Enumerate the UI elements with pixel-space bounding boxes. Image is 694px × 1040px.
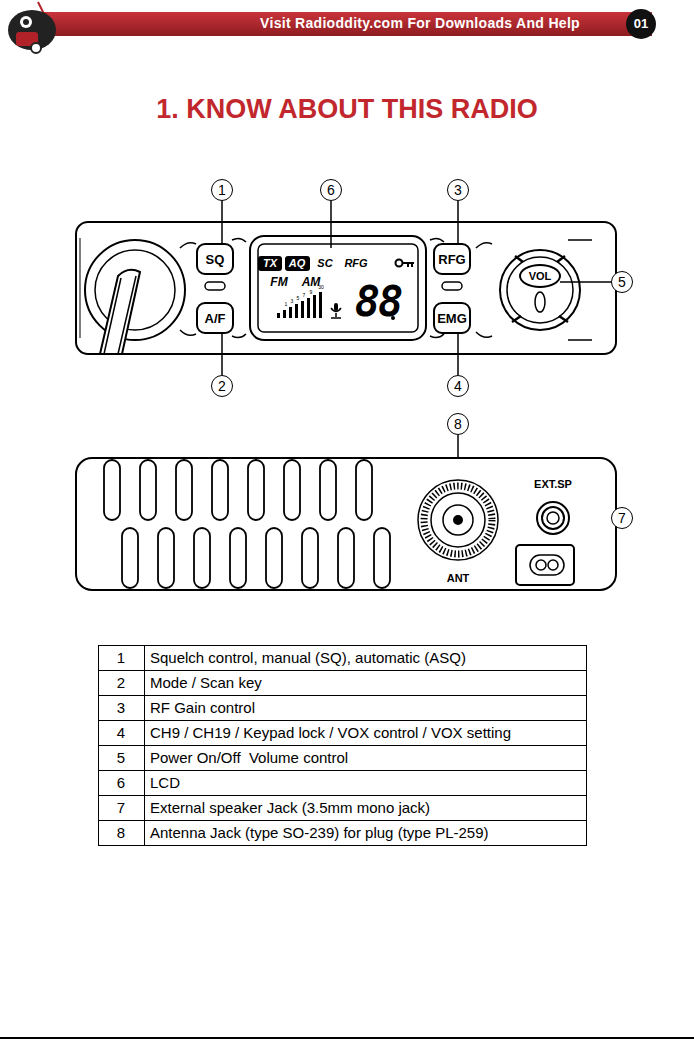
- robot-logo: [8, 2, 56, 53]
- fin-slot: [158, 528, 174, 588]
- fin-slot: [230, 528, 246, 588]
- signal-scale: 5: [297, 296, 300, 302]
- fin-slot: [176, 460, 192, 520]
- table-cell-text: Mode / Scan key: [150, 675, 262, 692]
- fin-slot: [266, 528, 282, 588]
- rear-panel: [76, 458, 616, 590]
- table-cell-number: 8: [117, 825, 125, 842]
- table-cell-number: 4: [117, 725, 125, 742]
- node-text: SQ: [206, 253, 225, 266]
- fin-slot: [320, 460, 336, 520]
- table-cell-text: Antenna Jack (type SO-239) for plug (typ…: [150, 825, 489, 842]
- panel-button: RFG: [433, 243, 471, 275]
- callout-number: 6: [320, 179, 342, 201]
- header-text: Visit Radioddity.com For Downloads And H…: [260, 16, 580, 31]
- signal-scale: 9: [310, 290, 313, 296]
- table-cell-number: 7: [117, 800, 125, 817]
- node-text: TX: [263, 258, 277, 269]
- table-cell-text: Squelch control, manual (SQ), automatic …: [150, 650, 466, 667]
- node-text: 2: [218, 379, 226, 393]
- fin-slot: [374, 528, 390, 588]
- footer-rule: [0, 1037, 694, 1039]
- node-text: VOL: [529, 271, 552, 282]
- table-cell-number: 6: [117, 775, 125, 792]
- node-text: 3: [454, 183, 462, 197]
- jack-label: ANT: [447, 572, 470, 584]
- lcd-indicator: SC: [317, 257, 332, 269]
- callout-number: 3: [447, 179, 469, 201]
- fin-slot: [122, 528, 138, 588]
- node-text: AQ: [289, 258, 306, 269]
- fin-slot: [140, 460, 156, 520]
- fin-slot: [104, 460, 120, 520]
- panel-button: EMG: [433, 302, 471, 334]
- segment-display: 88: [355, 279, 402, 325]
- callout-number: 4: [447, 375, 469, 397]
- fin-slot: [212, 460, 228, 520]
- table-cell-text: External speaker Jack (3.5mm mono jack): [150, 800, 430, 817]
- table-cell-text: CH9 / CH19 / Keypad lock / VOX control /…: [150, 725, 511, 742]
- node-text: 5: [618, 275, 626, 289]
- table-grid: [99, 646, 587, 846]
- node-text: 4: [454, 379, 462, 393]
- node-text: 8: [454, 417, 462, 431]
- node-text: RFG: [438, 253, 465, 266]
- lcd-indicator: AM: [302, 276, 321, 289]
- signal-scale: 1: [285, 302, 288, 308]
- jack-label: EXT.SP: [534, 478, 572, 490]
- node-text: 6: [327, 183, 335, 197]
- node-text: A/F: [205, 312, 226, 325]
- table-cell-number: 1: [117, 650, 125, 667]
- callout-number: 7: [611, 507, 633, 529]
- signal-scale: 7: [303, 293, 306, 299]
- node-text: 7: [618, 511, 626, 525]
- front-panel: [76, 222, 616, 354]
- fin-slot: [356, 460, 372, 520]
- table-cell-number: 2: [117, 675, 125, 692]
- lcd-badge: AQ: [285, 256, 310, 271]
- lcd-indicator: RFG: [344, 257, 367, 269]
- table-cell-text: LCD: [150, 775, 180, 792]
- signal-scale: 3: [291, 299, 294, 305]
- fin-slot: [338, 528, 354, 588]
- cooling-fins: [104, 460, 390, 588]
- table-cell-text: Power On/Off Volume control: [150, 750, 348, 767]
- fin-slot: [194, 528, 210, 588]
- fin-slot: [248, 460, 264, 520]
- callout-number: 5: [611, 271, 633, 293]
- panel-button: A/F: [196, 302, 234, 334]
- lcd-badge: TX: [258, 256, 282, 271]
- signal-scale: 30: [318, 285, 324, 291]
- page-badge: [626, 9, 656, 39]
- callout-number: 8: [447, 413, 469, 435]
- node-text: EMG: [437, 312, 467, 325]
- callout-number: 1: [211, 179, 233, 201]
- table-cell-number: 5: [117, 750, 125, 767]
- page-number: 01: [634, 17, 648, 31]
- header-bar: [40, 12, 652, 36]
- fin-slot: [302, 528, 318, 588]
- volume-knob-label: VOL: [519, 264, 561, 288]
- fin-slot: [284, 460, 300, 520]
- callout-number: 2: [211, 375, 233, 397]
- table-cell-text: RF Gain control: [150, 700, 255, 717]
- lcd-indicator: FM: [270, 276, 287, 289]
- page-title: 1. KNOW ABOUT THIS RADIO: [156, 95, 538, 125]
- panel-button: SQ: [196, 243, 234, 275]
- table-cell-number: 3: [117, 700, 125, 717]
- node-text: 1: [218, 183, 226, 197]
